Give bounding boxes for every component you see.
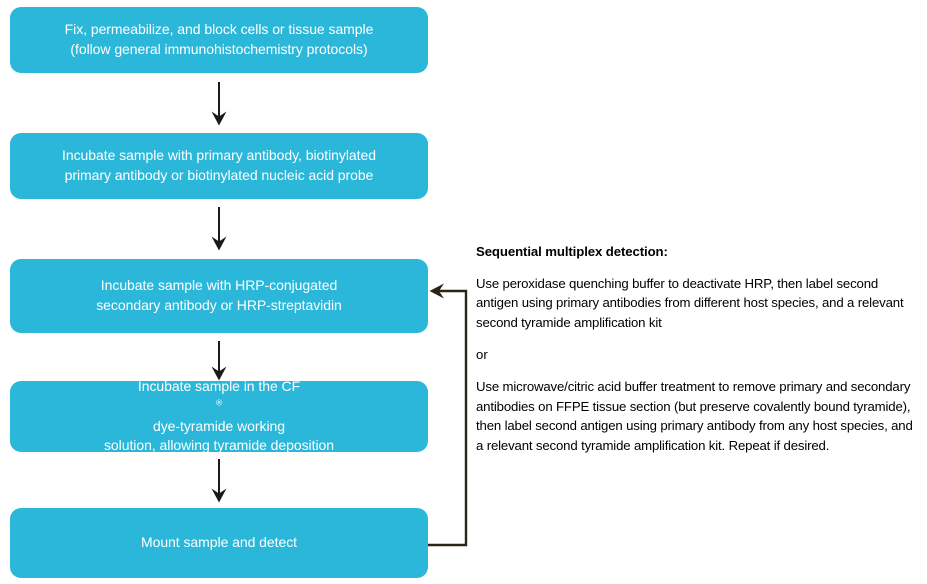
notes-heading: Sequential multiplex detection: xyxy=(476,244,668,259)
notes-option-2: Use microwave/citric acid buffer treatme… xyxy=(476,379,913,453)
flow-step-line-2: (follow general immunohistochemistry pro… xyxy=(70,41,368,57)
flow-step-line-1: Incubate sample with HRP-conjugated xyxy=(100,277,338,294)
flow-step-text: Incubate sample with HRP-conjugated seco… xyxy=(96,276,342,316)
feedback-loop-arrow-icon xyxy=(428,283,468,547)
flow-step-incubate-tyramide-working-solution: Incubate sample in the CF ® dye-tyramide … xyxy=(10,378,428,453)
flow-step-text: Fix, permeabilize, and block cells or ti… xyxy=(65,20,374,60)
sequential-multiplex-notes: Sequential multiplex detection: Use pero… xyxy=(476,243,918,455)
arrow-down-icon xyxy=(211,82,227,126)
flow-step-mount-and-detect: Mount sample and detect xyxy=(10,508,428,578)
registered-trademark-icon: ® xyxy=(215,396,223,407)
arrow-down-icon xyxy=(211,207,227,251)
flow-step-line-2: secondary antibody or HRP-streptavidin xyxy=(96,297,342,313)
flow-step-text: Mount sample and detect xyxy=(141,533,297,553)
flow-step-line-2: primary antibody or biotinylated nucleic… xyxy=(64,167,374,183)
flow-step-incubate-hrp-secondary: Incubate sample with HRP-conjugated seco… xyxy=(10,259,428,333)
flow-step-line-1: Incubate sample with primary antibody, b… xyxy=(62,147,376,164)
arrow-down-icon xyxy=(211,341,227,381)
flow-step-line-1: Mount sample and detect xyxy=(140,534,298,551)
flow-step-text: Incubate sample in the CF ® dye-tyramide … xyxy=(104,377,334,457)
flow-step-fix-permeabilize-block: Fix, permeabilize, and block cells or ti… xyxy=(10,7,428,73)
flow-step-line-1-before-sup: Incubate sample in the CF xyxy=(137,377,301,394)
flow-step-line-1: Incubate sample in the CF ® dye-tyramide … xyxy=(104,377,334,437)
flow-step-line-2: solution, allowing tyramide deposition xyxy=(103,437,334,454)
notes-option-1: Use peroxidase quenching buffer to deact… xyxy=(476,275,904,330)
notes-separator-or: or xyxy=(476,347,488,363)
flow-step-line-1-after-sup: dye-tyramide working xyxy=(152,417,286,434)
flow-step-text: Incubate sample with primary antibody, b… xyxy=(62,146,376,186)
arrow-down-icon xyxy=(211,459,227,503)
flow-step-incubate-primary-antibody: Incubate sample with primary antibody, b… xyxy=(10,133,428,199)
flow-step-line-1: Fix, permeabilize, and block cells or ti… xyxy=(64,21,374,38)
